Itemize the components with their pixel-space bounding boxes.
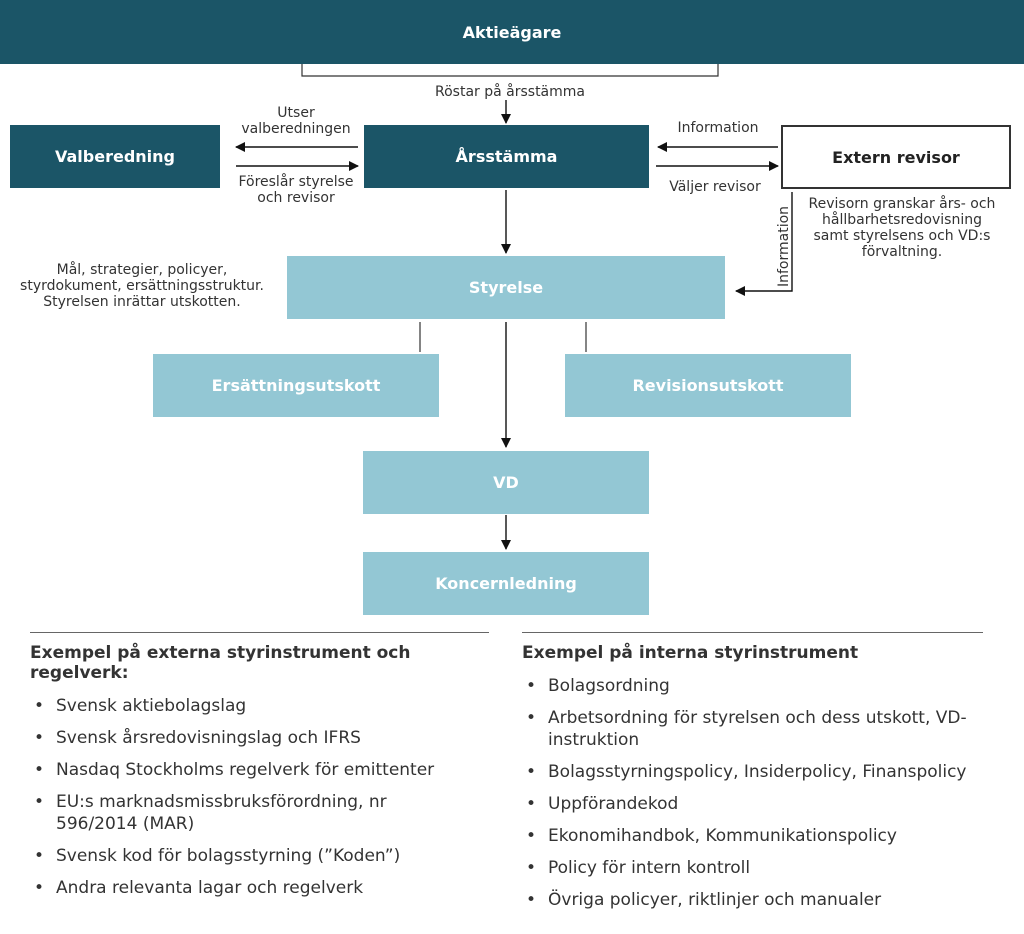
label-foreslar: Föreslår styrelse och revisor	[238, 174, 354, 206]
list-item: Svensk kod för bolagsstyrning (”Koden”)	[34, 845, 489, 867]
external-title: Exempel på externa styrinstrument och re…	[30, 643, 411, 683]
list-item: Bolagsordning	[526, 675, 1024, 697]
label-styrelse-note: Mål, strategier, policyer, styrdokument,…	[20, 262, 264, 310]
label-rostar: Röstar på årsstämma	[435, 84, 585, 100]
list-item: Övriga policyer, riktlinjer och manualer	[526, 889, 1024, 911]
list-item: Svensk årsredovisningslag och IFRS	[34, 727, 489, 749]
node-ersattningsutskott: Ersättningsutskott	[153, 354, 439, 417]
list-item: Policy för intern kontroll	[526, 857, 1024, 879]
node-revisionsutskott: Revisionsutskott	[565, 354, 851, 417]
node-koncernledning: Koncernledning	[363, 552, 649, 615]
label-utser: Utser valberedningen	[241, 105, 351, 137]
internal-list: Bolagsordning Arbetsordning för styrelse…	[522, 675, 1024, 911]
internal-title: Exempel på interna styrinstrument	[522, 643, 859, 663]
node-valberedning: Valberedning	[10, 125, 220, 188]
node-extern-revisor: Extern revisor	[781, 125, 1011, 189]
list-item: Ekonomihandbok, Kommunikationspolicy	[526, 825, 1024, 847]
node-aktieagare: Aktieägare	[0, 0, 1024, 64]
node-styrelse: Styrelse	[287, 256, 725, 319]
external-list: Svensk aktiebolagslag Svensk årsredovisn…	[30, 695, 489, 899]
list-item: EU:s marknadsmissbruksförordning, nr 596…	[34, 791, 456, 835]
label-revisor-note: Revisorn granskar års- och hållbarhetsre…	[808, 196, 996, 260]
list-item: Uppförandekod	[526, 793, 1024, 815]
internal-instruments-section: Exempel på interna styrinstrument Bolags…	[522, 632, 983, 921]
list-item: Andra relevanta lagar och regelverk	[34, 877, 489, 899]
label-information-top: Information	[677, 120, 759, 136]
node-vd: VD	[363, 451, 649, 514]
node-arsstamma: Årsstämma	[364, 125, 649, 188]
list-item: Arbetsordning för styrelsen och dess uts…	[526, 707, 988, 751]
list-item: Bolagsstyrningspolicy, Insiderpolicy, Fi…	[526, 761, 1024, 783]
label-information-vertical: Information	[776, 205, 792, 287]
list-item: Nasdaq Stockholms regelverk för emittent…	[34, 759, 489, 781]
label-valjer-revisor: Väljer revisor	[669, 179, 761, 195]
list-item: Svensk aktiebolagslag	[34, 695, 489, 717]
external-instruments-section: Exempel på externa styrinstrument och re…	[30, 632, 489, 909]
